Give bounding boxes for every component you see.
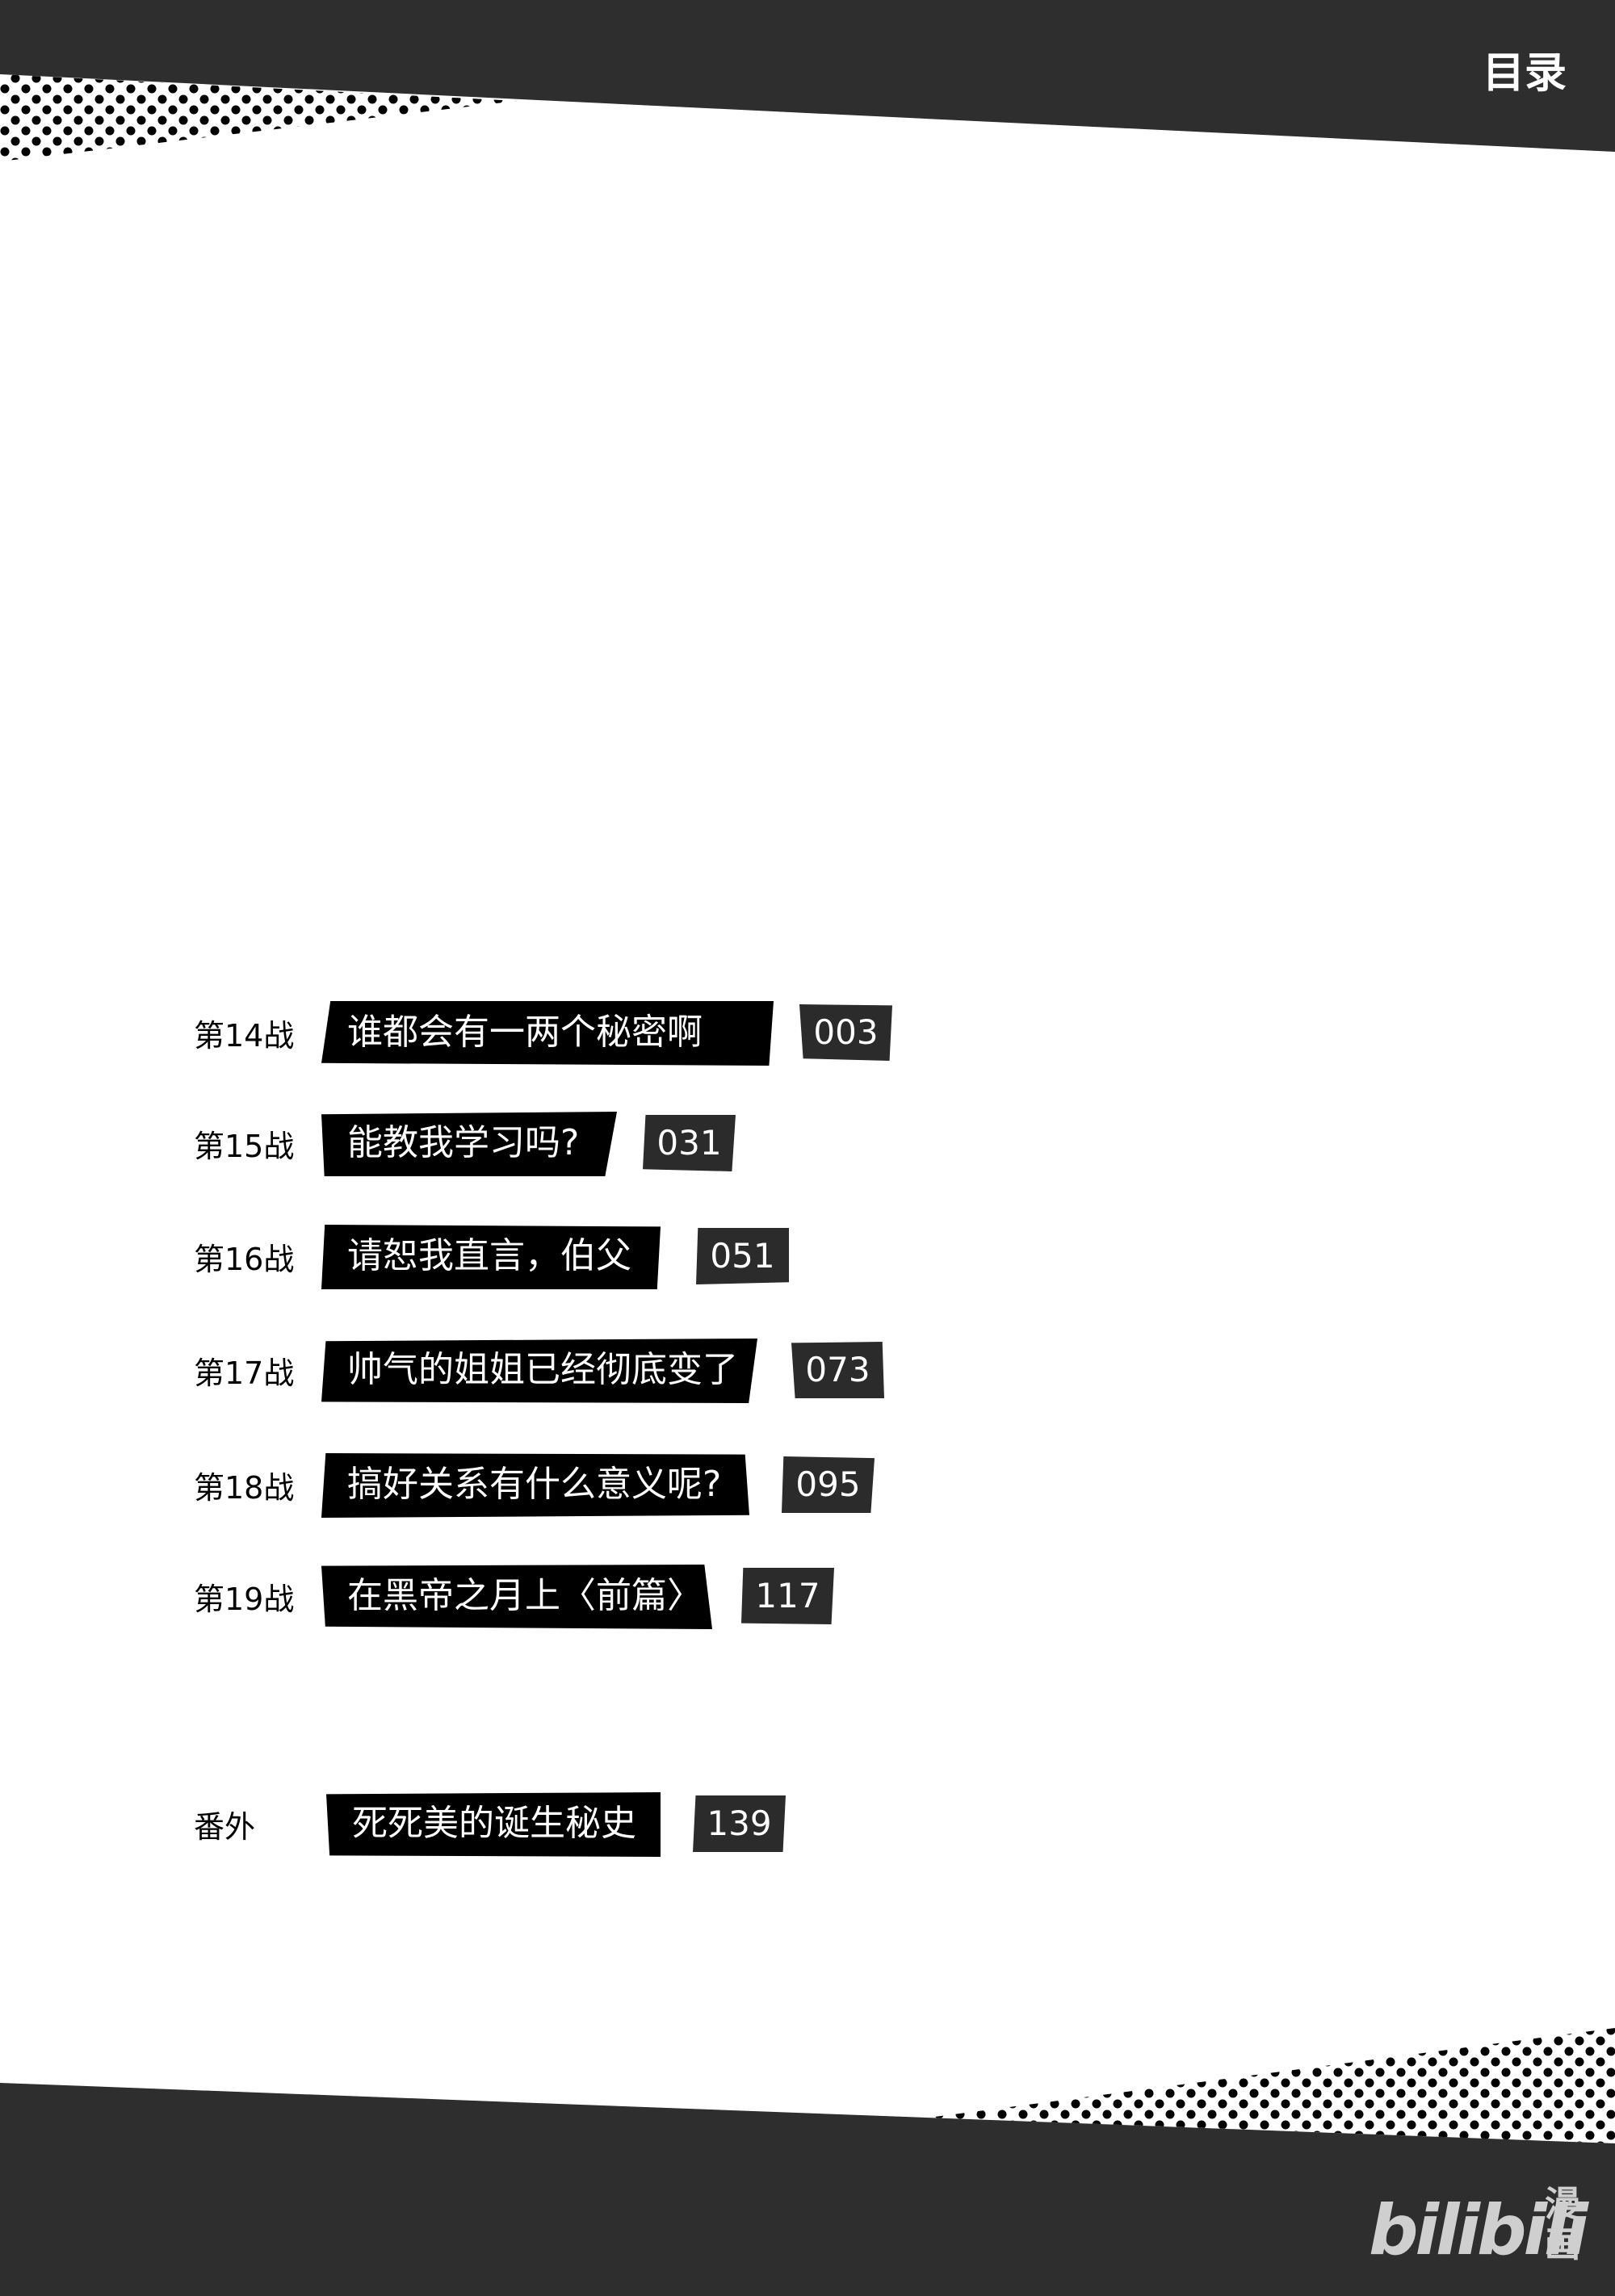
page-number-tag[interactable]: 031 — [643, 1115, 736, 1171]
page-number: 031 — [656, 1123, 722, 1163]
chapter-label: 第14战 — [194, 1018, 295, 1054]
toc-entry[interactable]: 第17战 帅气的姐姐已经彻底变了 073 — [0, 1339, 1615, 1403]
page-number-tag[interactable]: 073 — [791, 1342, 884, 1398]
chapter-title-tag[interactable]: 谁都会有一两个秘密啊 — [321, 1001, 774, 1066]
page-number-tag[interactable]: 051 — [696, 1228, 789, 1284]
chapter-title: 谁都会有一两个秘密啊 — [347, 1012, 703, 1053]
halftone-bottom — [929, 2028, 1615, 2143]
page-number: 073 — [805, 1350, 870, 1389]
logo-manga-text: 漫 画 — [1545, 2185, 1590, 2265]
chapter-title: 帅气的姐姐已经彻底变了 — [347, 1349, 738, 1390]
page-number: 051 — [710, 1236, 775, 1276]
halftone-top — [0, 74, 517, 161]
chapter-title: 在黑帝之月上〈前篇〉 — [347, 1575, 703, 1616]
page-number-tag[interactable]: 003 — [799, 1004, 892, 1061]
chapter-title: 搞好关系有什么意义呢? — [347, 1464, 722, 1505]
toc-entry[interactable]: 第19战 在黑帝之月上〈前篇〉 117 — [0, 1565, 1615, 1629]
bilibili-manga-logo: bilibili 漫 画 — [1369, 2180, 1595, 2277]
toc-entry[interactable]: 第15战 能教我学习吗? 031 — [0, 1112, 1615, 1176]
page-title: 目录 — [1482, 49, 1567, 98]
chapter-title-tag[interactable]: 在黑帝之月上〈前篇〉 — [321, 1565, 712, 1629]
chapter-label: 第16战 — [194, 1242, 295, 1277]
header-band — [0, 0, 1615, 152]
toc-entry[interactable]: 第18战 搞好关系有什么意义呢? 095 — [0, 1453, 1615, 1518]
footer-band — [0, 2083, 1615, 2296]
page-number-tag[interactable]: 117 — [741, 1568, 834, 1624]
chapter-title: 死死美的诞生秘史 — [352, 1803, 636, 1844]
chapter-label: 第18战 — [194, 1470, 295, 1506]
page-number-tag[interactable]: 095 — [782, 1456, 875, 1513]
toc-entry[interactable]: 第14战 谁都会有一两个秘密啊 003 — [0, 1001, 1615, 1066]
chapter-title-tag[interactable]: 搞好关系有什么意义呢? — [321, 1453, 749, 1518]
chapter-title-tag[interactable]: 能教我学习吗? — [321, 1112, 617, 1176]
page-number: 003 — [813, 1012, 879, 1052]
chapter-label: 第15战 — [194, 1129, 295, 1164]
page-number-tag[interactable]: 139 — [693, 1795, 786, 1852]
chapter-title-tag[interactable]: 请恕我直言，伯父 — [321, 1225, 661, 1289]
chapter-label: 番外 — [194, 1809, 256, 1845]
toc-entry[interactable]: 第16战 请恕我直言，伯父 051 — [0, 1225, 1615, 1289]
chapter-title: 请恕我直言，伯父 — [347, 1235, 631, 1276]
page-number: 139 — [707, 1804, 772, 1843]
page-number: 117 — [755, 1576, 820, 1615]
chapter-label: 第19战 — [194, 1582, 295, 1617]
toc-entry[interactable]: 番外 死死美的诞生秘史 139 — [0, 1792, 1615, 1857]
chapter-label: 第17战 — [194, 1355, 295, 1391]
logo-brand-text: bilibili — [1369, 2190, 1588, 2271]
page-number: 095 — [795, 1464, 861, 1504]
chapter-title-tag[interactable]: 帅气的姐姐已经彻底变了 — [321, 1339, 757, 1403]
logo-manga-char: 漫 — [1545, 2184, 1580, 2225]
logo-manga-char: 画 — [1545, 2224, 1580, 2265]
chapter-title-tag[interactable]: 死死美的诞生秘史 — [326, 1792, 661, 1857]
chapter-title: 能教我学习吗? — [347, 1122, 580, 1163]
